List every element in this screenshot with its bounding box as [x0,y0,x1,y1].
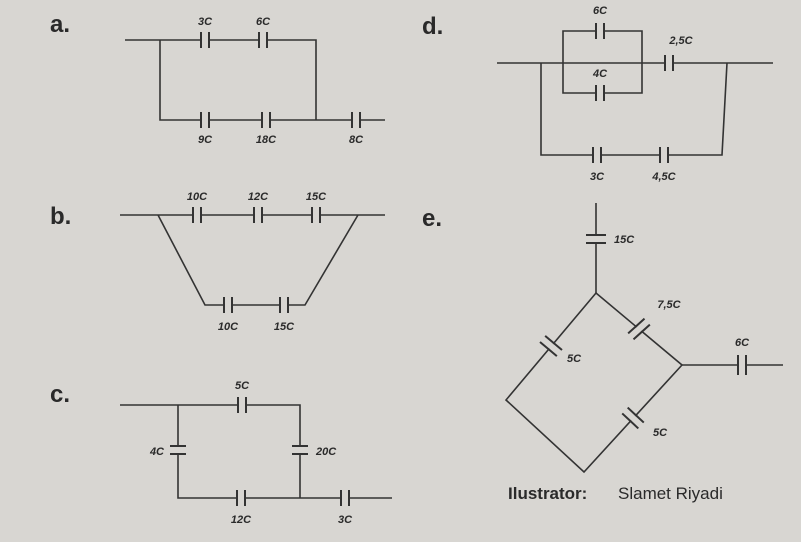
capacitor-b1 [192,207,202,223]
circuit-a: a. 3C 6C 9C 18C 8C [50,11,385,146]
part-label-b: b. [50,203,71,230]
cap-label-b2: 12C [248,191,269,203]
capacitor-e3 [539,335,563,357]
cap-label-a2: 6C [256,16,271,28]
capacitor-c4 [236,490,246,506]
part-label-d: d. [422,13,443,40]
capacitor-c3 [292,445,308,455]
capacitor-d2 [595,85,605,101]
illustrator-credit: Ilustrator: Slamet Riyadi [508,484,723,503]
part-label-c: c. [50,381,70,408]
cap-label-d5: 4,5C [651,171,676,183]
credit-name: Slamet Riyadi [618,484,723,503]
capacitor-c1 [237,397,247,413]
cap-label-b5: 15C [274,321,295,333]
capacitor-e4 [737,355,747,375]
capacitor-b4 [223,297,233,313]
capacitor-d4 [592,147,602,163]
cap-label-c4: 12C [231,514,252,526]
capacitor-e5 [621,406,645,430]
cap-label-d3: 2,5C [668,35,693,47]
capacitor-a1 [200,32,210,48]
credit-label: Ilustrator: [508,484,587,503]
cap-label-a3: 9C [198,134,213,146]
cap-label-c5: 3C [338,514,353,526]
capacitor-d5 [659,147,669,163]
cap-label-c1: 5C [235,380,250,392]
cap-label-c2: 4C [149,446,165,458]
capacitor-b3 [311,207,321,223]
circuit-d: d. 6C 4C 2,5C 3C 4,5C [422,5,773,183]
cap-label-a1: 3C [198,16,213,28]
cap-label-e4: 6C [735,337,750,349]
capacitor-c2 [170,445,186,455]
capacitor-b5 [279,297,289,313]
cap-label-a4: 18C [256,134,277,146]
capacitor-a2 [258,32,268,48]
cap-label-d1: 6C [593,5,608,17]
cap-label-b4: 10C [218,321,239,333]
cap-label-c3: 20C [315,446,337,458]
capacitor-b2 [253,207,263,223]
capacitor-e1 [586,234,606,244]
capacitor-a4 [261,112,271,128]
capacitor-e2 [627,317,651,341]
capacitor-a5 [351,112,361,128]
circuit-c: c. 5C 4C 20C 12C 3C [50,380,392,526]
capacitor-d1 [595,23,605,39]
capacitor-a3 [200,112,210,128]
capacitor-d3 [664,55,674,71]
capacitor-c5 [340,490,350,506]
cap-label-e5: 5C [653,427,668,439]
circuit-b: b. 10C 12C 15C 10C 15C [50,191,385,333]
cap-label-e2: 7,5C [657,299,681,311]
cap-label-d4: 3C [590,171,605,183]
cap-label-b3: 15C [306,191,327,203]
circuit-e: e. 15C 7,5C 5C 5C 6C [422,203,783,474]
cap-label-d2: 4C [592,68,608,80]
part-label-a: a. [50,11,70,38]
cap-label-b1: 10C [187,191,208,203]
cap-label-e1: 15C [614,234,635,246]
part-label-e: e. [422,205,442,232]
cap-label-e3: 5C [567,353,582,365]
cap-label-a5: 8C [349,134,364,146]
